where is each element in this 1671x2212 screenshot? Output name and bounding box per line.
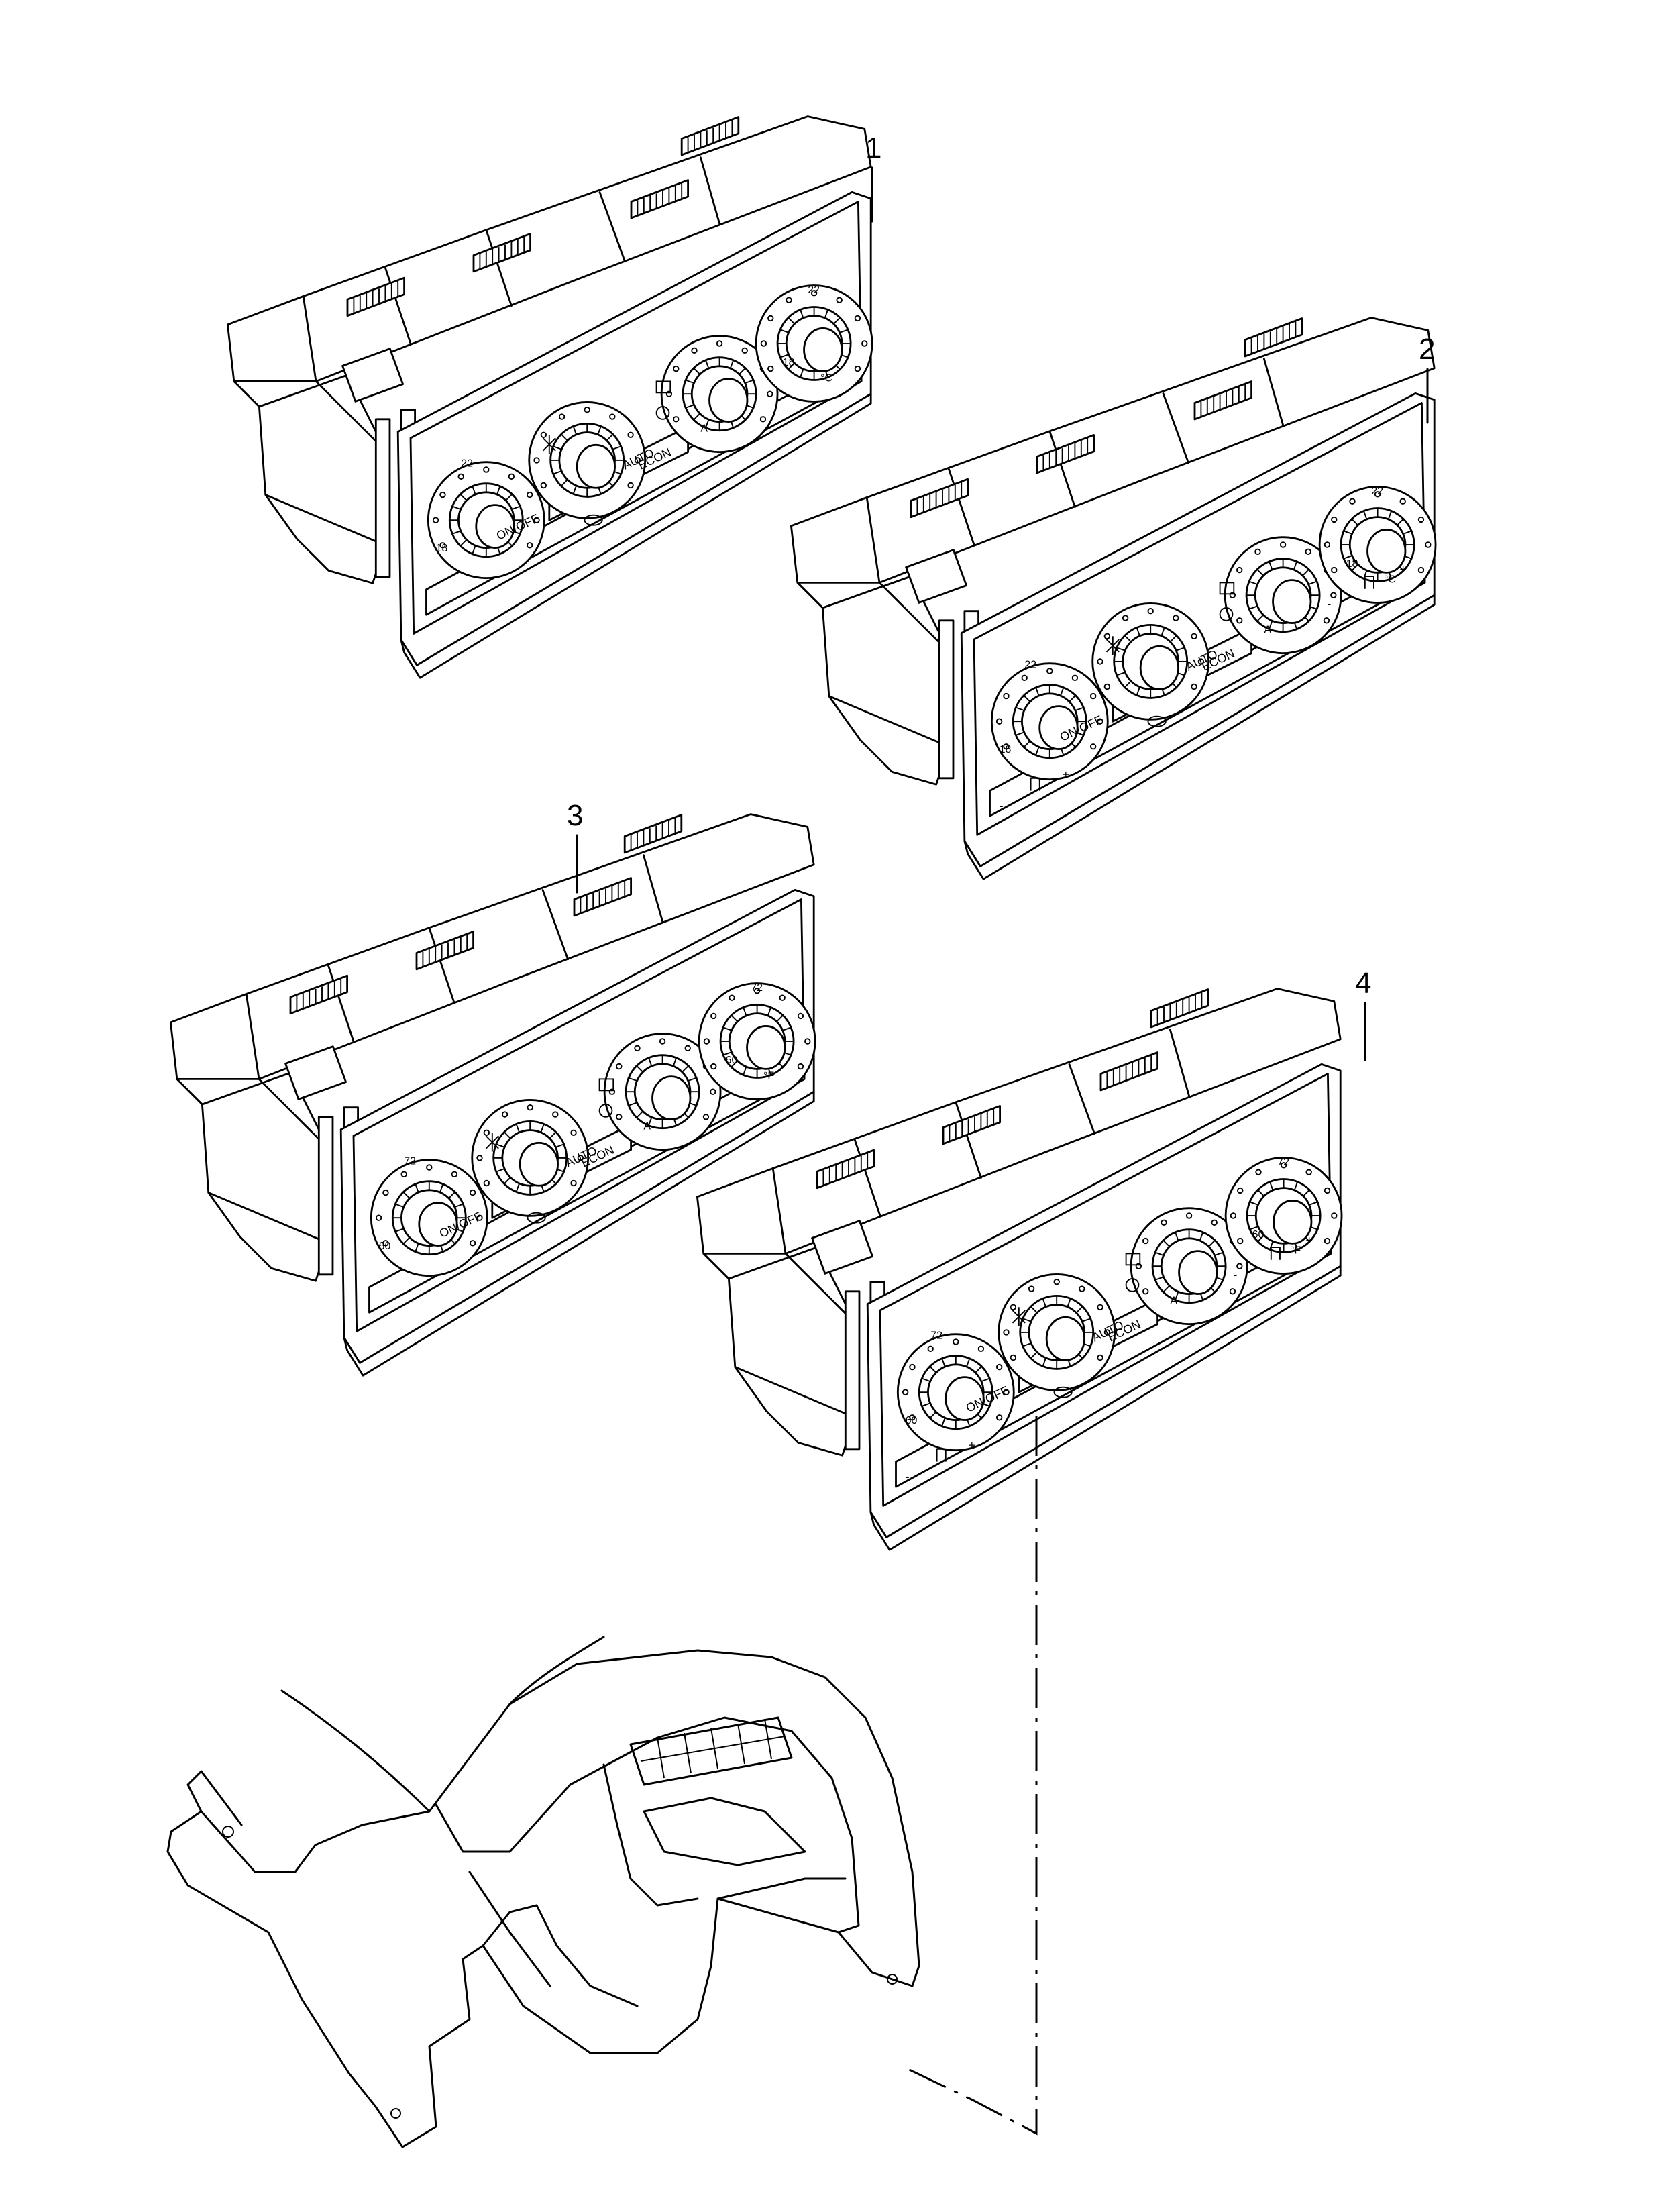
fan-icon [527,1212,546,1224]
scale-unit-label: °F [763,1070,774,1082]
auto-marker-label: A [643,1121,651,1133]
seat-heater-icon [1364,576,1374,589]
scale-low-label: 60 [1252,1229,1264,1241]
rear-defrost-icon [1219,582,1235,595]
scale-unit-label: °C [1384,574,1396,585]
rear-defrost-icon [598,1078,614,1092]
minus-button[interactable]: - [906,1470,910,1483]
callout-3: 3 [567,799,583,832]
auto-marker-label: A [700,423,708,435]
minus-button[interactable]: - [1000,799,1004,812]
scale-low-label: 18 [1346,558,1358,570]
scale-high-label: 22 [1024,659,1036,670]
scale-low-label: 18 [783,357,795,368]
auto-marker-label: A [1170,1296,1177,1307]
recirculation-icon [1125,1278,1140,1292]
rear-defrost-icon [655,380,671,394]
plus-button[interactable]: + [1063,768,1069,781]
scale-low-label: 60 [726,1055,738,1066]
scale-low-label: 60 [906,1415,918,1426]
scale-low-label: 18 [436,543,448,554]
minus-button[interactable]: - [1233,1268,1237,1281]
scale-low-label: 18 [1000,744,1012,755]
callout-1: 1 [865,131,881,164]
climate-control-unit-2: 22 18 22 18 °C A ON/OFF AUTO ECON - + - … [791,318,1437,880]
plus-button[interactable]: + [1400,562,1407,576]
recirculation-icon [1219,607,1234,621]
seat-heater-icon [936,1448,947,1462]
recirculation-icon [655,406,670,420]
snowflake-icon [542,435,556,454]
scale-high-label: 22 [1371,486,1383,497]
minus-button[interactable]: - [1327,597,1331,611]
auto-marker-label: A [1264,625,1271,636]
scale-high-label: 22 [808,284,820,296]
climate-control-unit-4: 72 60 72 60 °F A ON/OFF AUTO ECON - + - … [697,989,1343,1550]
scale-high-label: 72 [930,1330,942,1341]
fan-icon [1053,1386,1073,1398]
scale-high-label: 22 [461,458,473,469]
plus-button[interactable]: + [1306,1233,1313,1247]
scale-high-label: 72 [751,982,763,994]
snowflake-icon [1012,1307,1026,1326]
seat-heater-icon [1030,777,1040,791]
snowflake-icon [1106,636,1120,655]
recirculation-icon [598,1104,613,1118]
climate-control-unit-3: 72 60 72 60 °F A ON/OFF AUTO ECON [170,814,816,1376]
scale-unit-label: °C [820,372,832,384]
callout-2: 2 [1419,333,1435,366]
seat-heater-icon [1270,1247,1281,1260]
fan-icon [584,514,603,526]
installation-reference-line [902,1416,1038,2136]
scale-unit-label: °F [1290,1245,1301,1256]
dashboard-panel [166,1636,920,2148]
snowflake-icon [485,1133,499,1152]
rear-defrost-icon [1125,1253,1141,1266]
climate-control-unit-1: 22 18 22 18 °C A ON/OFF AUTO ECON [227,117,873,678]
scale-low-label: 60 [379,1241,391,1252]
fan-icon [1147,715,1167,727]
plus-button[interactable]: + [969,1438,975,1452]
callout-4: 4 [1355,967,1371,1000]
scale-high-label: 72 [1277,1157,1289,1168]
scale-high-label: 72 [404,1155,416,1167]
